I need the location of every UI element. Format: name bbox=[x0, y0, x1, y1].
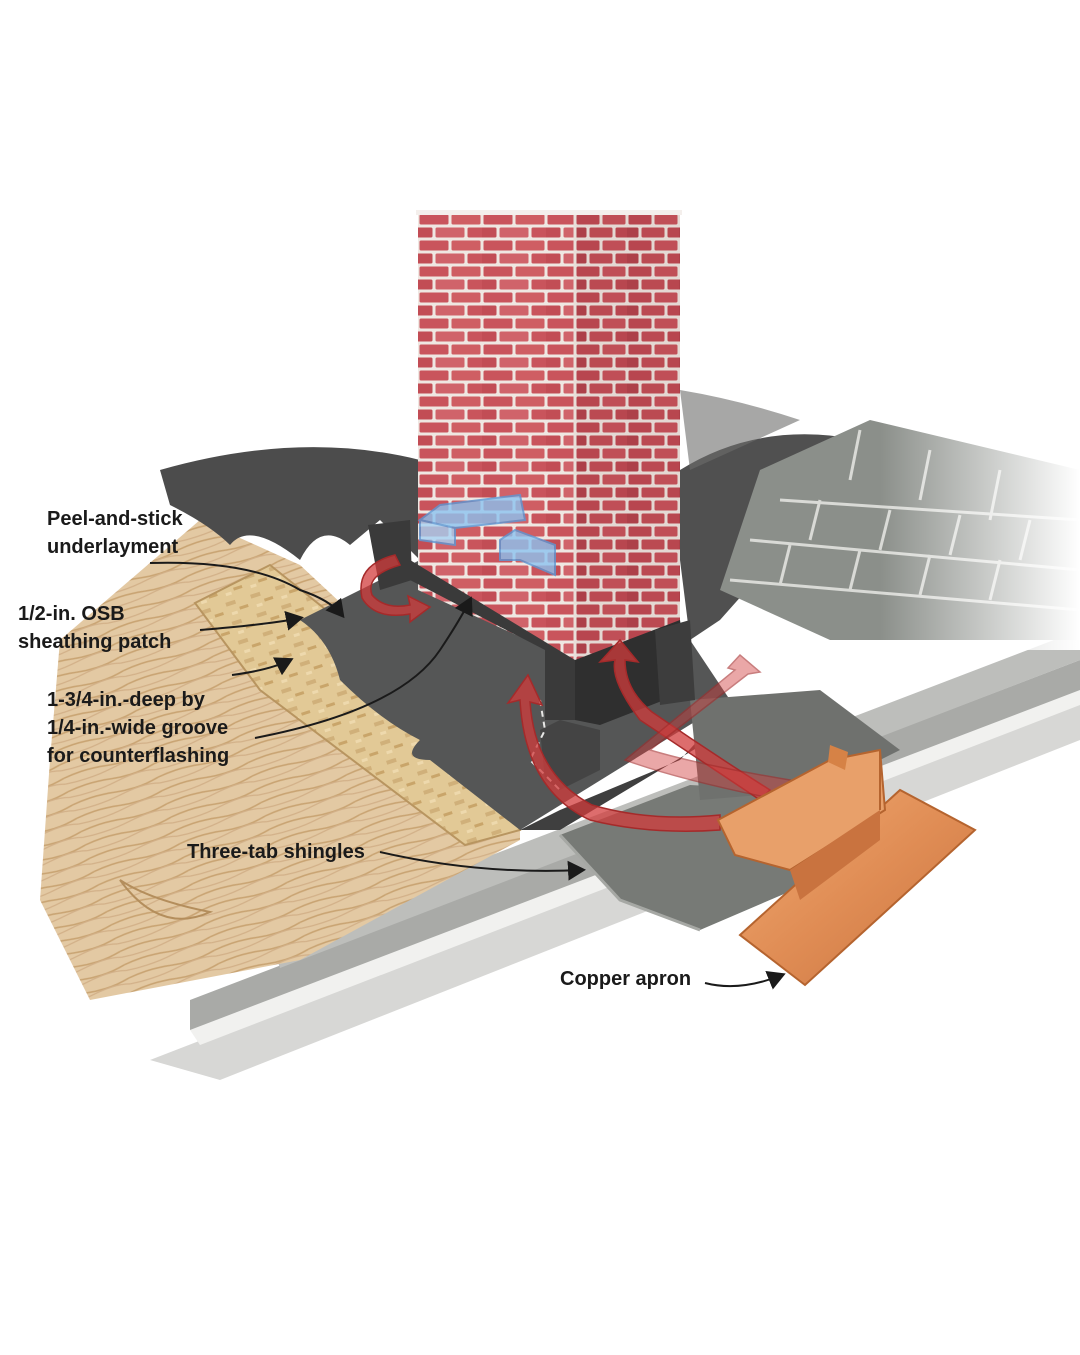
label-copper-apron: Copper apron bbox=[560, 968, 692, 990]
plywood-sheathing bbox=[40, 520, 520, 1000]
label-groove-line2: 1/4-in.-wide groove bbox=[47, 717, 229, 739]
label-underlayment-line1: Peel-and-stick bbox=[47, 508, 183, 530]
leader-lines bbox=[149, 561, 786, 990]
label-groove-line1: 1-3/4-in.-deep by bbox=[47, 689, 205, 711]
label-groove: 1-3/4-in.-deep by 1/4-in.-wide groove fo… bbox=[47, 686, 229, 770]
water-flow-arrows bbox=[360, 554, 792, 832]
label-underlayment-line2: underlayment bbox=[47, 536, 179, 558]
label-osb-line2: sheathing patch bbox=[18, 631, 172, 653]
cricket-bracket-ghost bbox=[417, 493, 556, 577]
label-three-tab-shingles: Three-tab shingles bbox=[187, 841, 365, 863]
label-osb-line1: 1/2-in. OSB bbox=[18, 603, 125, 625]
label-groove-line3: for counterflashing bbox=[47, 745, 230, 767]
copper-apron bbox=[716, 745, 977, 987]
label-underlayment: Peel-and-stick underlayment bbox=[47, 505, 183, 561]
label-osb-patch: 1/2-in. OSB sheathing patch bbox=[18, 600, 171, 656]
three-tab-shingles-upper bbox=[720, 390, 1080, 650]
